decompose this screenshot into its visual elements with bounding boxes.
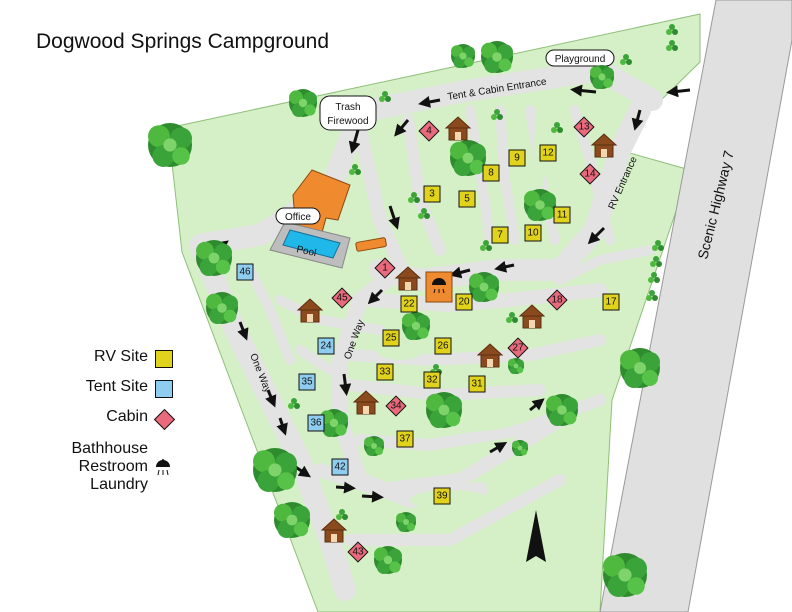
- legend-restroom-label: Restroom: [78, 458, 148, 475]
- bathhouse-icon: [432, 278, 446, 294]
- rv-site-39: 39: [436, 491, 448, 502]
- map-title: Dogwood Springs Campground: [36, 30, 329, 53]
- cabin-site-1: 1: [382, 263, 388, 274]
- rv-site-31: 31: [471, 379, 483, 390]
- rv-sites: 3 5 7 8 9 10 11 12 17 20 22 25 26 31 32 …: [376, 144, 620, 505]
- cabin-site-34: 34: [390, 401, 402, 412]
- legend-tent-label: Tent Site: [85, 378, 148, 395]
- rv-site-37: 37: [399, 434, 411, 445]
- rv-site-32: 32: [426, 375, 438, 386]
- rv-site-8: 8: [488, 168, 494, 179]
- pavilion: [355, 237, 387, 252]
- cabin-site-43: 43: [352, 547, 364, 558]
- direction-arrows: [215, 84, 691, 503]
- legend-cabin-label: Cabin: [106, 408, 148, 425]
- rv-site-3: 3: [429, 189, 435, 200]
- rv-site-12: 12: [542, 148, 554, 159]
- tent-site-42: 42: [334, 462, 346, 473]
- rv-site-11: 11: [557, 210, 568, 221]
- highway-road: [599, 0, 792, 612]
- pool-label: Pool: [295, 244, 317, 259]
- office-label: Office: [285, 212, 311, 223]
- rv-site-10: 10: [527, 228, 539, 239]
- pool: [282, 229, 341, 259]
- rv-site-9: 9: [514, 153, 520, 164]
- legend-cabin-swatch: [153, 408, 176, 431]
- legend-laundry-label: Laundry: [90, 476, 148, 493]
- cabin-site-18: 18: [551, 295, 563, 306]
- bathhouse-building: [425, 271, 453, 303]
- rv-site-33: 33: [379, 367, 391, 378]
- tent-site-46: 46: [239, 267, 251, 278]
- rv-site-17: 17: [605, 297, 617, 308]
- legend-tent-swatch: [155, 380, 173, 398]
- rv-site-26: 26: [437, 341, 449, 352]
- north-arrow-icon: N: [526, 510, 546, 562]
- legend-shower-icon: [156, 459, 170, 476]
- legend-rv-label: RV Site: [94, 348, 148, 365]
- rv-site-20: 20: [458, 297, 470, 308]
- legend-rv-swatch: [155, 350, 173, 368]
- cabin-site-14: 14: [584, 169, 596, 180]
- cabin-site-27: 27: [512, 343, 524, 354]
- firewood-label: Firewood: [327, 116, 368, 127]
- rv-site-5: 5: [464, 194, 470, 205]
- rv-site-7: 7: [497, 230, 503, 241]
- playground-sign: [545, 49, 615, 67]
- legend: RV Site Tent Site Cabin Bathhouse Restro…: [0, 340, 200, 500]
- trash-firewood-sign: [319, 95, 377, 131]
- cabin-site-4: 4: [426, 126, 432, 137]
- rv-site-25: 25: [385, 333, 397, 344]
- trash-label: Trash: [335, 102, 360, 113]
- office-sign: [275, 207, 321, 225]
- tent-site-36: 36: [310, 418, 322, 429]
- rv-site-22: 22: [403, 299, 415, 310]
- tent-sites: 24 35 36 42 46: [236, 263, 349, 476]
- cabin-site-45: 45: [336, 293, 348, 304]
- legend-bathhouse-label: Bathhouse: [71, 440, 148, 457]
- tent-site-24: 24: [320, 341, 332, 352]
- playground-label: Playground: [555, 54, 606, 65]
- tent-site-35: 35: [301, 377, 313, 388]
- cabin-site-13: 13: [578, 122, 590, 133]
- north-label: N: [531, 537, 541, 553]
- cabin-sites: 1 4 13 14 18 27 34 43 45: [331, 116, 601, 563]
